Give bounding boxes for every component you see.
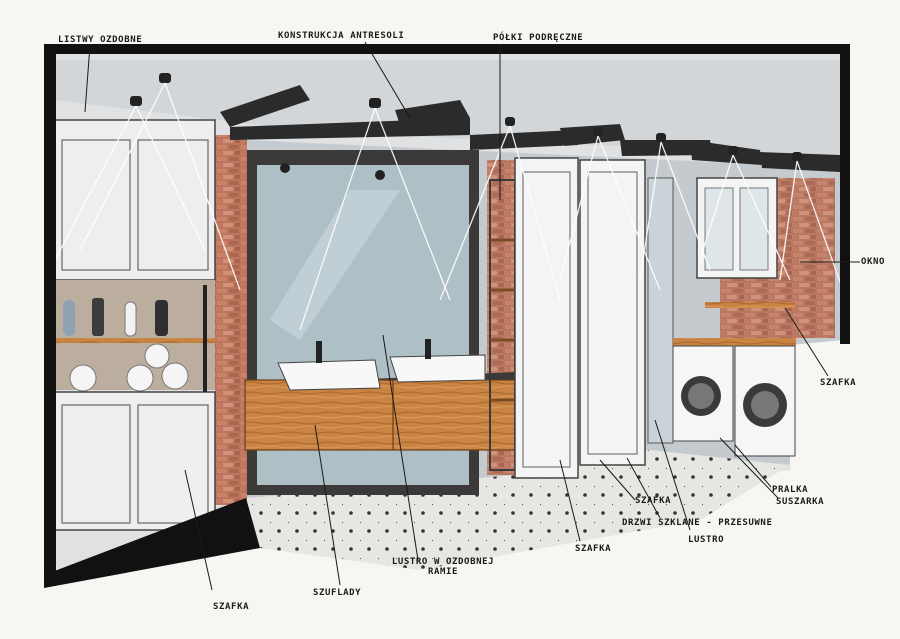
sink-left — [277, 359, 381, 391]
label-lustro-right: Lustro — [688, 535, 725, 545]
label-konstrukcja-antresoli: Konstrukcja antresoli — [278, 31, 405, 41]
label-szafka-window: Szafka — [820, 378, 857, 388]
left-cabinet-group — [54, 119, 216, 531]
label-suszarka: suszarka — [776, 497, 825, 507]
vanity — [244, 339, 516, 451]
light-cones — [54, 82, 851, 331]
window — [696, 177, 795, 308]
sink-right — [389, 354, 486, 383]
label-szafka-center: Szafka — [575, 544, 612, 554]
label-pralka: Pralka — [772, 485, 809, 495]
label-szafka-left: Szafka — [213, 602, 250, 612]
label-lustro-frame-line1: Lustro w ozdobnej — [391, 557, 495, 567]
label-lustro-w-ozdobnej-ramie: Lustro w ozdobnej ramie — [388, 557, 498, 577]
washer-dryer — [672, 338, 796, 457]
floor-tiles — [246, 450, 790, 570]
tall-cabinet-1 — [514, 157, 579, 479]
vanity-drawers — [244, 379, 516, 451]
label-okno: Okno — [861, 257, 886, 267]
left-lower-cabinet — [54, 391, 216, 531]
label-polki-podreczne: Półki podręczne — [493, 33, 584, 43]
glass-door — [647, 177, 674, 444]
leader-lines — [84, 41, 860, 591]
mezzanine-beams — [220, 85, 840, 172]
label-szafka-mid-right: Szafka — [635, 496, 672, 506]
tall-cabinets — [514, 157, 674, 479]
spotlights — [130, 73, 802, 180]
label-drzwi-szklane: Drzwi szklane - przesuwne — [622, 518, 773, 528]
left-upper-cabinet — [54, 119, 216, 281]
brick-column-left — [215, 135, 247, 505]
tall-cabinet-2 — [579, 159, 646, 466]
label-listwy-ozdobne: Listwy ozdobne — [58, 35, 143, 45]
label-szuflady: Szuflady — [313, 588, 362, 598]
frame-border — [44, 44, 850, 588]
label-lustro-frame-line2: ramie — [427, 567, 459, 577]
